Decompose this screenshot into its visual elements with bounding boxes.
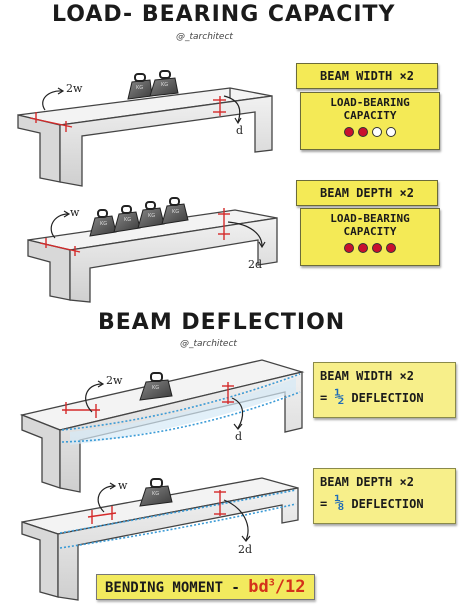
deflection-card-width-line1: BEAM WIDTH ×2 (320, 369, 414, 383)
beam-width-note: BEAM WIDTH ×2 (296, 63, 438, 89)
beam-3-weight (139, 372, 173, 401)
beam-4-load-arrow (97, 485, 115, 513)
capacity-dot-filled (344, 127, 354, 137)
equals-sign: = (320, 497, 328, 511)
beam-4-marker (87, 490, 226, 524)
beam-4-deflection-label: 2d (238, 543, 253, 556)
capacity-rating-2 (301, 241, 439, 254)
load-capacity-card-1-line1: LOAD-BEARING (330, 96, 410, 109)
beam-4 (21, 477, 299, 601)
load-capacity-card-1: LOAD-BEARING CAPACITY (300, 92, 440, 150)
beam-2-deflection-label: 2d (248, 258, 263, 271)
bending-moment-banner: BENDING MOMENT - bd3/12 (96, 574, 315, 600)
beam-depth-note: BEAM DEPTH ×2 (296, 180, 438, 206)
deflection-card-width: BEAM WIDTH ×2 = ½ DEFLECTION (313, 362, 456, 418)
beam-4-load-label: w (118, 479, 128, 492)
beam-1-weight-mark-1: KG (136, 85, 144, 91)
beam-3-deflection-label: d (235, 430, 243, 443)
beam-1-deflection-label: d (236, 124, 244, 137)
beam-3-load-arrow (85, 383, 103, 413)
deflection-card-depth: BEAM DEPTH ×2 = ⅛ DEFLECTION (313, 468, 456, 524)
beam-3-marker (62, 382, 234, 418)
beam-4-weight-mark: KG (152, 491, 160, 497)
beam-3-deflection-curve (61, 373, 301, 443)
equals-sign: = (320, 391, 328, 405)
deflection-card-width-line2: = ½ DEFLECTION (320, 387, 455, 406)
beam-4-weight (139, 478, 173, 507)
beam-2-load-arrow (50, 213, 69, 239)
capacity-dot-filled (358, 243, 368, 253)
beam-1-load-arrow (42, 90, 63, 111)
beam-2-weight-mark-2: KG (124, 217, 132, 223)
beam-1-width-marker (29, 96, 226, 132)
capacity-dot-empty (372, 127, 382, 137)
beam-2-weights (89, 197, 189, 237)
beam-4-deflection-curve (59, 489, 297, 549)
beam-2-depth-marker (39, 208, 230, 256)
beam-1-deflection-arrow (223, 95, 241, 123)
capacity-rating-1 (301, 125, 439, 138)
capacity-dot-filled (358, 127, 368, 137)
beam-1-load-label: 2w (66, 82, 83, 95)
beam-depth-note-text: BEAM DEPTH ×2 (320, 186, 414, 200)
handle-top: @_tarchitect (176, 32, 233, 42)
beam-2-load-label: w (70, 206, 80, 219)
deflection-card-depth-line2: = ⅛ DEFLECTION (320, 493, 455, 512)
load-capacity-card-2-line2: CAPACITY (343, 225, 397, 238)
capacity-dot-empty (386, 127, 396, 137)
beam-1-weight-mark-2: KG (161, 82, 169, 88)
beam-2-weight-mark-1: KG (100, 221, 108, 227)
load-capacity-card-2: LOAD-BEARING CAPACITY (300, 208, 440, 266)
beam-width-note-text: BEAM WIDTH ×2 (320, 69, 414, 83)
bending-moment-label: BENDING MOMENT - (105, 580, 240, 596)
bending-moment-formula: bd3/12 (248, 577, 306, 597)
beam-4-deflection-arrow (223, 499, 249, 541)
load-capacity-card-2-line1: LOAD-BEARING (330, 212, 410, 225)
capacity-dot-filled (386, 243, 396, 253)
beam-deflection-title: BEAM DEFLECTION (98, 310, 346, 335)
fraction-eighth: ⅛ (334, 493, 345, 512)
deflection-word: DEFLECTION (351, 391, 424, 405)
fraction-half: ½ (334, 387, 345, 406)
handle-bottom: @_tarchitect (180, 339, 237, 349)
deflection-word: DEFLECTION (351, 497, 424, 511)
beam-1-weights (127, 70, 179, 100)
beam-3-deflection-arrow (231, 397, 244, 429)
load-bearing-title: LOAD- BEARING CAPACITY (52, 2, 396, 27)
beam-3-weight-mark: KG (152, 385, 160, 391)
beam-2-weight-mark-3: KG (148, 213, 156, 219)
beam-2-deflection-arrow (227, 221, 263, 247)
beam-2-weight-mark-4: KG (172, 209, 180, 215)
capacity-dot-filled (344, 243, 354, 253)
capacity-dot-filled (372, 243, 382, 253)
beam-3-load-label: 2w (106, 374, 123, 387)
beam-1 (17, 87, 273, 187)
load-capacity-card-1-line2: CAPACITY (343, 109, 397, 122)
deflection-card-depth-line1: BEAM DEPTH ×2 (320, 475, 414, 489)
